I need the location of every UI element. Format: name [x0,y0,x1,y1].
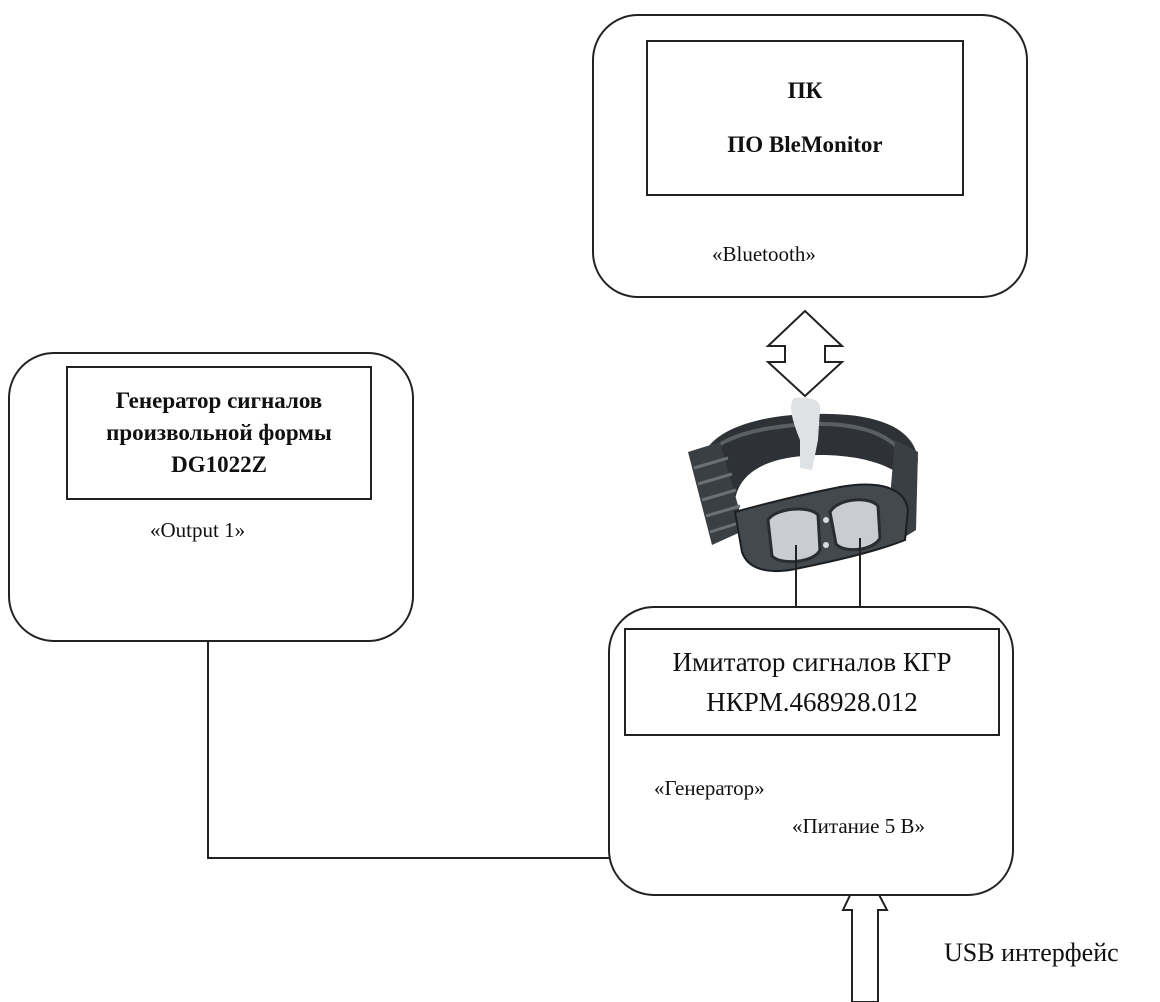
pc-box: ПК ПО BleMonitor «Bluetooth» [592,14,1028,298]
generator-title-frame: Генератор сигналов произвольной формы DG… [66,366,372,500]
generator-title-line3: DG1022Z [171,452,267,477]
simulator-title-frame: Имитатор сигналов КГР НКРМ.468928.012 [624,628,1000,736]
bluetooth-double-arrow [765,309,845,398]
bluetooth-port-label: «Bluetooth» [712,242,816,266]
pc-title: ПК [787,78,823,103]
power-port-label: «Питание 5 В» [792,814,925,838]
signal-simulator-box: Имитатор сигналов КГР НКРМ.468928.012 «Г… [608,606,1014,896]
bracelet-image [688,397,918,572]
generator-title-line2: произвольной формы [106,420,332,445]
simulator-title-line2: НКРМ.468928.012 [706,687,918,717]
generator-port-label: «Генератор» [654,776,765,800]
signal-generator-box: Генератор сигналов произвольной формы DG… [8,352,414,642]
generator-title-line1: Генератор сигналов [115,388,323,413]
pc-software: ПО BleMonitor [727,132,883,157]
pc-title-frame: ПК ПО BleMonitor [646,40,964,196]
output1-label: «Output 1» [150,518,246,542]
usb-interface-label: USB интерфейс [944,938,1119,967]
usb-power-arrow [841,863,889,1002]
simulator-title-line1: Имитатор сигналов КГР [672,647,952,677]
